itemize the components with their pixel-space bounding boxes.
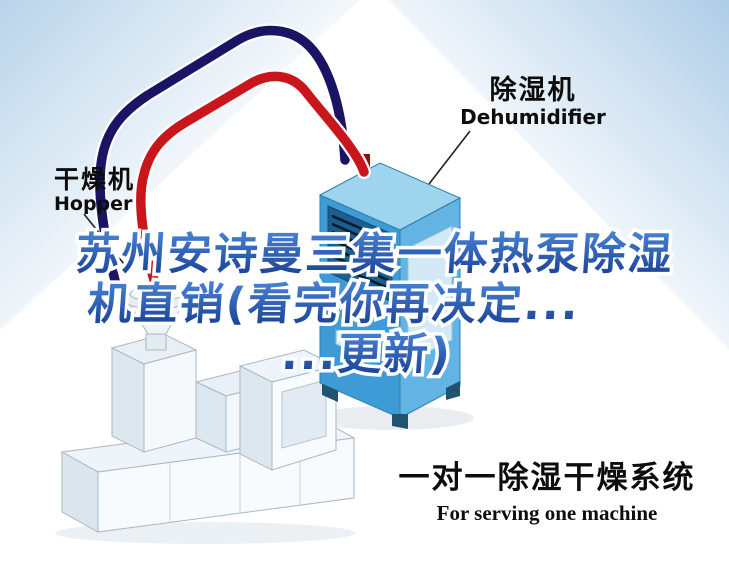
- system-caption-cn: 一对一除湿干燥系统: [398, 460, 696, 496]
- supply-hose: [136, 71, 369, 299]
- dehumidifier-callout: 除湿机 Dehumidifier: [448, 76, 618, 128]
- hopper-callout: 干燥机 Hopper: [54, 166, 174, 214]
- foot: [392, 414, 408, 429]
- hopper-label-cn: 干燥机: [54, 165, 136, 194]
- machine-base-end: [61, 451, 99, 533]
- vent-slats: [331, 214, 389, 290]
- dehumidifier-illustration: [318, 146, 462, 429]
- return-hose: [95, 25, 350, 297]
- hopper-leader-line: [83, 213, 125, 265]
- molding-machine-illustration: [60, 284, 356, 533]
- air-hoses: [93, 23, 371, 301]
- return-hose-casing: [93, 23, 352, 299]
- front-badge: [335, 329, 361, 355]
- foot: [322, 384, 338, 402]
- dryer-front: [143, 349, 197, 453]
- system-caption: 一对一除湿干燥系统 For serving one machine: [392, 452, 702, 526]
- clamp-unit-panel: [281, 379, 327, 449]
- dehumidifier-leader-line: [428, 130, 471, 185]
- hopper-neck: [145, 333, 167, 351]
- dehumidifier-label-cn: 除湿机: [489, 75, 577, 106]
- dehumidifier-label-en: Dehumidifier: [460, 104, 606, 129]
- clamp-unit-left: [239, 365, 273, 471]
- hopper-label-en: Hopper: [54, 192, 133, 215]
- dryer-left: [111, 347, 145, 453]
- system-caption-en: For serving one machine: [436, 501, 658, 525]
- side-panel: [407, 225, 453, 363]
- foot: [446, 381, 460, 400]
